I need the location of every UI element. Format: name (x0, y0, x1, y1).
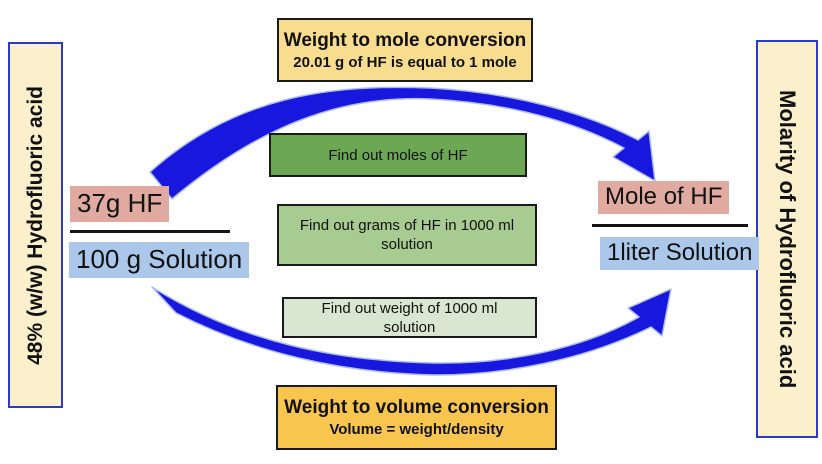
weight-to-volume-title: Weight to volume conversion (284, 397, 549, 418)
weight-to-volume-subtitle: Volume = weight/density (329, 421, 504, 438)
left-fraction-numerator: 37g HF (70, 186, 170, 222)
step-find-moles-label: Find out moles of HF (328, 146, 468, 164)
weight-to-mole-box: Weight to mole conversion 20.01 g of HF … (277, 18, 533, 82)
right-fraction-bar (592, 224, 748, 227)
step-find-moles: Find out moles of HF (269, 133, 527, 177)
left-fraction-denominator: 100 g Solution (69, 242, 250, 278)
step-find-weight-label: Find out weight of 1000 ml solution (321, 299, 498, 336)
right-fraction-numerator: Mole of HF (598, 181, 730, 214)
step-find-grams-label: Find out grams of HF in 1000 ml solution (299, 217, 515, 253)
right-fraction-denominator: 1liter Solution (600, 237, 760, 270)
step-find-grams: Find out grams of HF in 1000 ml solution (277, 204, 537, 266)
result-panel-label: Molarity of Hydrofluoric acid (775, 89, 800, 389)
weight-to-volume-box: Weight to volume conversion Volume = wei… (276, 385, 557, 450)
result-panel: Molarity of Hydrofluoric acid (756, 40, 818, 438)
weight-to-mole-subtitle: 20.01 g of HF is equal to 1 mole (293, 53, 517, 71)
source-panel: 48% (w/w) Hydrofluoric acid (8, 42, 63, 408)
left-fraction-bar (70, 230, 230, 233)
weight-to-mole-title: Weight to mole conversion (283, 29, 527, 51)
step-find-weight: Find out weight of 1000 ml solution (282, 297, 537, 338)
source-panel-label: 48% (w/w) Hydrofluoric acid (23, 85, 47, 365)
